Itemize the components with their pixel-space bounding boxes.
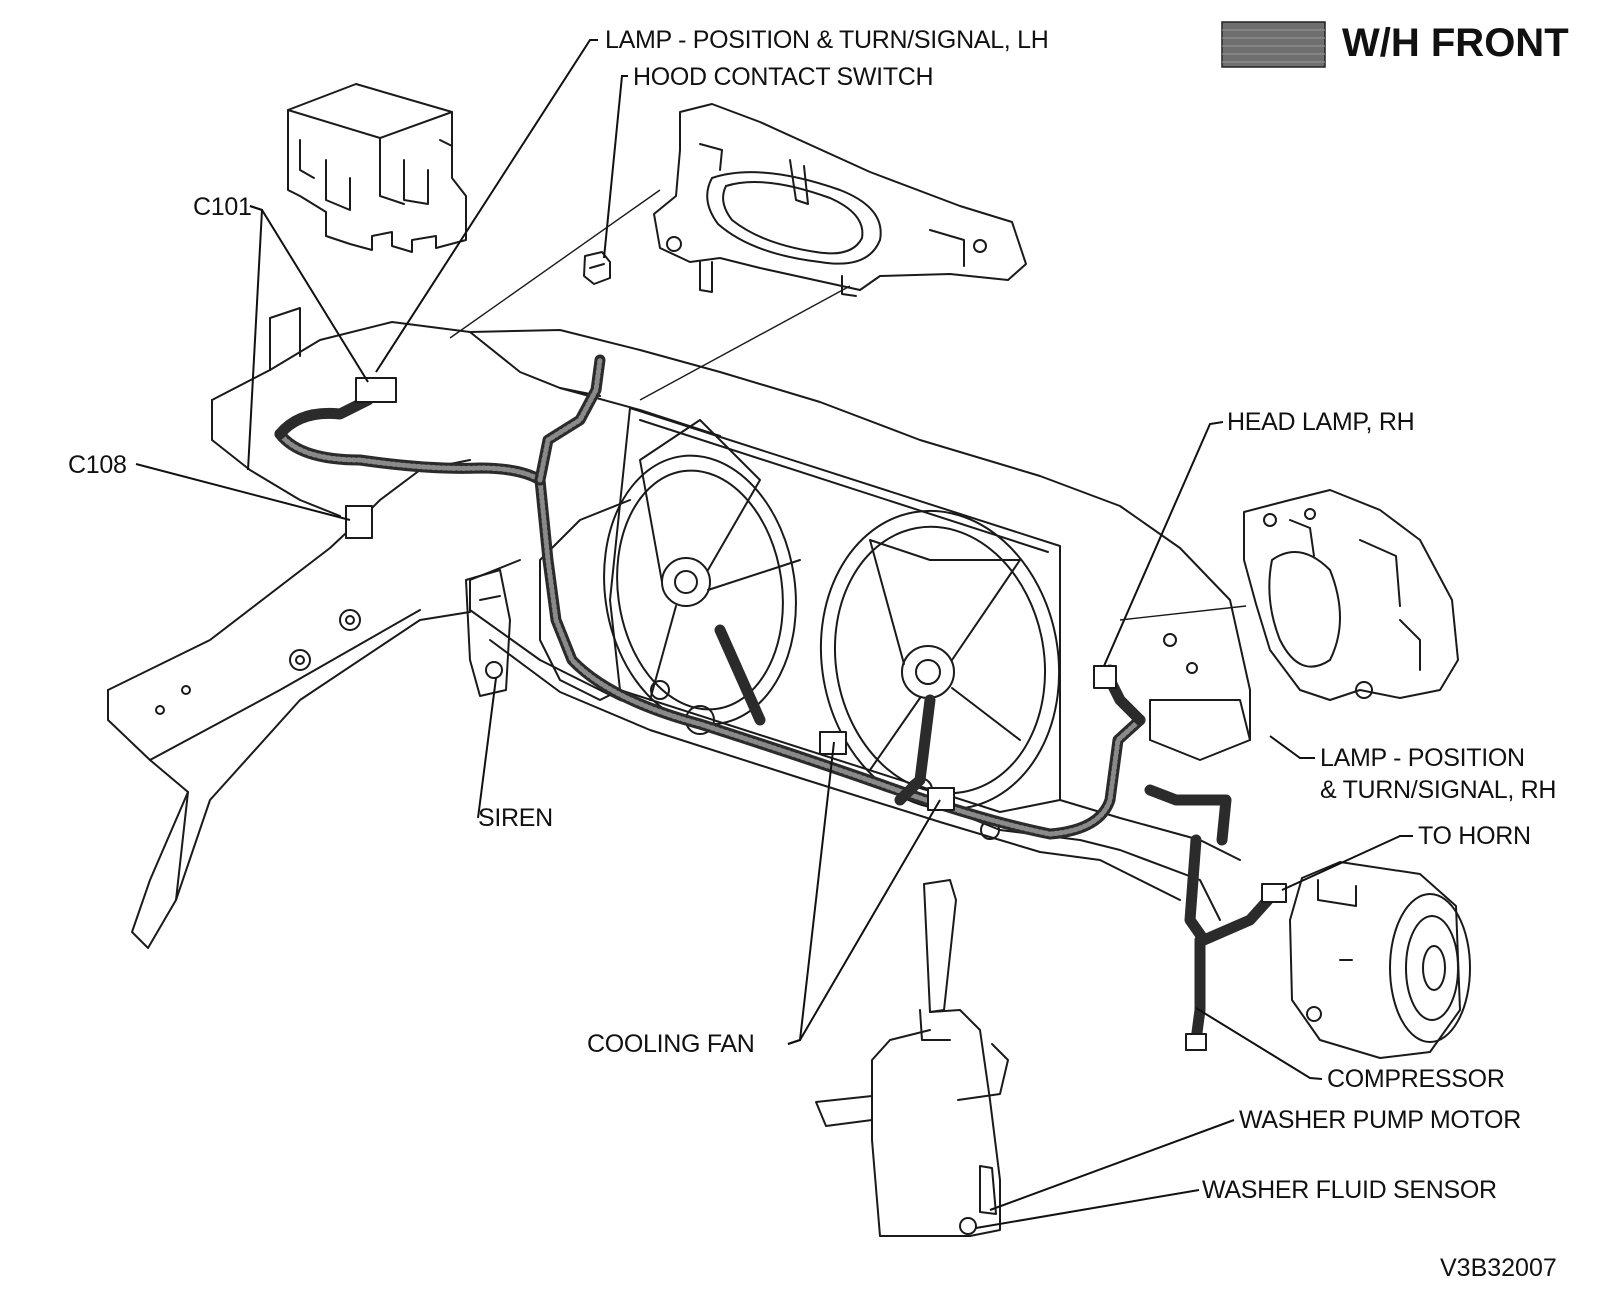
label-c101: C101 bbox=[193, 193, 252, 221]
wiring-harness bbox=[274, 354, 1274, 1046]
siren bbox=[465, 569, 511, 697]
rh-head-lamp-assembly bbox=[1243, 489, 1459, 701]
ac-compressor bbox=[1289, 861, 1471, 1059]
leader-lines bbox=[135, 39, 1413, 1229]
callout-labels: LAMP - POSITION & TURN/SIGNAL, LH HOOD C… bbox=[68, 26, 1556, 1204]
body-frame bbox=[107, 307, 1251, 949]
header-block-hatch bbox=[1222, 29, 1325, 63]
cooling-fan-right bbox=[819, 509, 1061, 811]
connector-c108 bbox=[345, 505, 373, 539]
header-shaded-block bbox=[1221, 21, 1326, 68]
label-to-horn: TO HORN bbox=[1418, 822, 1531, 850]
label-c108: C108 bbox=[68, 451, 127, 479]
label-compressor: COMPRESSOR bbox=[1327, 1065, 1505, 1093]
connectors bbox=[345, 377, 1287, 1051]
lh-lamp-assembly bbox=[653, 103, 1027, 297]
label-washer-fluid-sensor: WASHER FLUID SENSOR bbox=[1202, 1176, 1497, 1204]
label-hood-contact-switch: HOOD CONTACT SWITCH bbox=[633, 63, 933, 91]
label-lamp-position-rh-line2: & TURN/SIGNAL, RH bbox=[1320, 776, 1556, 804]
header: W/H FRONT bbox=[1221, 21, 1569, 68]
hood-contact-switch bbox=[583, 251, 611, 285]
fuse-box bbox=[287, 83, 467, 253]
label-lamp-position-rh-line1: LAMP - POSITION bbox=[1320, 744, 1525, 772]
washer-reservoir bbox=[815, 879, 1009, 1237]
connector-horn bbox=[1261, 883, 1287, 903]
figure-id: V3B32007 bbox=[1440, 1254, 1557, 1282]
label-washer-pump-motor: WASHER PUMP MOTOR bbox=[1239, 1106, 1521, 1134]
diagram-title: W/H FRONT bbox=[1342, 21, 1569, 65]
label-cooling-fan: COOLING FAN bbox=[587, 1030, 755, 1058]
connector-c101 bbox=[355, 377, 397, 403]
connector-compressor bbox=[1185, 1033, 1207, 1051]
cooling-fan-left bbox=[603, 419, 801, 726]
label-head-lamp-rh: HEAD LAMP, RH bbox=[1227, 408, 1414, 436]
connector-head-lamp-rh bbox=[1093, 665, 1117, 689]
label-lamp-position-turn-signal-lh: LAMP - POSITION & TURN/SIGNAL, LH bbox=[605, 26, 1048, 54]
connector-cooling-fan-2 bbox=[927, 787, 955, 811]
label-siren: SIREN bbox=[478, 804, 553, 832]
